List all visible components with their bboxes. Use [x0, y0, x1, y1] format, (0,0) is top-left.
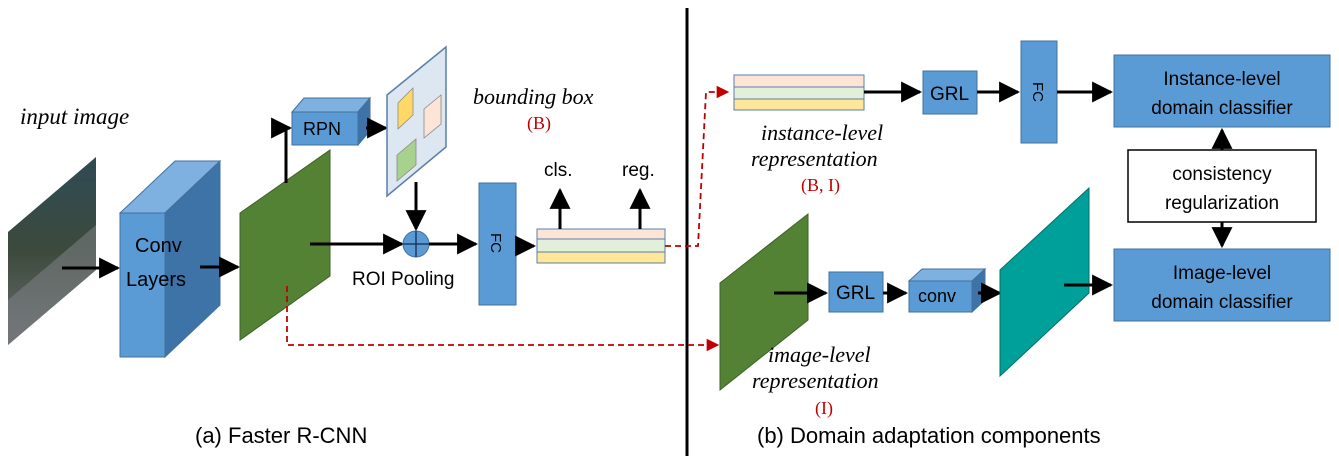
grl-bottom-box — [828, 271, 884, 313]
roi-pooling-node — [402, 230, 430, 258]
dashed-link-to-instance — [665, 85, 730, 247]
feature-map — [239, 149, 331, 341]
instance-rep-tag: (B, I) — [801, 175, 840, 196]
input-image-label: input image — [20, 104, 129, 129]
instance-rep-line1: instance-level — [761, 120, 883, 145]
consistency-line2: regularization — [1165, 193, 1279, 214]
roi-pooling-label: ROI Pooling — [352, 269, 454, 290]
image-classifier-line2: domain classifier — [1151, 292, 1293, 313]
conv-layers-box — [118, 159, 222, 359]
image-level-feature-map — [719, 212, 809, 392]
conv-right-label: conv — [918, 286, 956, 306]
rpn-label: RPN — [303, 119, 341, 139]
image-rep-line2: representation — [752, 368, 879, 393]
fc-box-right — [1020, 40, 1058, 144]
proposals-panel — [386, 45, 447, 198]
consistency-line1: consistency — [1172, 164, 1272, 185]
conv-label-line2: Layers — [126, 269, 186, 291]
instance-classifier-line2: domain classifier — [1151, 98, 1293, 119]
caption-left: (a) Faster R-CNN — [195, 423, 367, 448]
image-rep-tag: (I) — [815, 398, 833, 419]
image-classifier-line1: Image-level — [1173, 263, 1271, 284]
instance-level-stack — [733, 74, 865, 111]
caption-right: (b) Domain adaptation components — [757, 423, 1101, 448]
arrow-features-to-rpn — [271, 117, 293, 183]
consistency-box — [1127, 149, 1317, 223]
instance-rep-line2: representation — [751, 146, 878, 171]
instance-classifier-box — [1113, 54, 1331, 128]
cls-label: cls. — [544, 160, 573, 181]
conv-label-line1: Conv — [135, 235, 182, 257]
grl-top-label: GRL — [930, 84, 969, 105]
instance-classifier-line1: Instance-level — [1163, 69, 1280, 90]
fc-box-left — [478, 182, 517, 306]
bounding-box-label: bounding box — [473, 84, 594, 109]
fc-label-right: FC — [1029, 82, 1046, 102]
image-level-output-map — [999, 186, 1090, 378]
image-classifier-box — [1113, 248, 1331, 322]
conv-box-right — [907, 267, 987, 314]
grl-bottom-label: GRL — [836, 283, 875, 304]
fc-label-left: FC — [487, 233, 504, 253]
bounding-box-tag: (B) — [527, 113, 551, 134]
reg-label: reg. — [622, 160, 655, 181]
rpn-box — [290, 96, 372, 147]
image-rep-line1: image-level — [768, 342, 871, 367]
roi-feature-stack — [536, 228, 666, 264]
input-image-road — [8, 225, 96, 345]
